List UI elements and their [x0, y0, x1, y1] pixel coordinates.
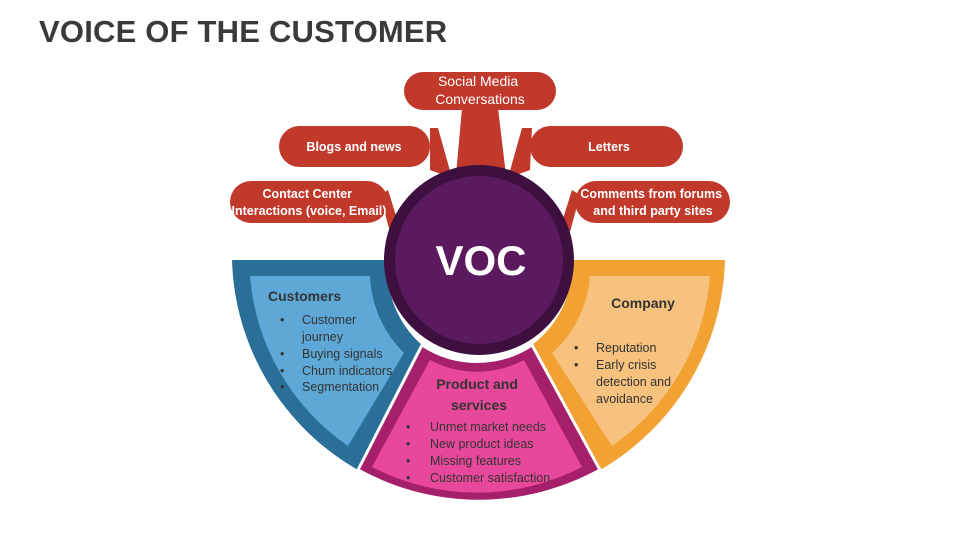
pill-letters-text: Letters — [588, 140, 630, 154]
customers-item: Chum indicators — [302, 364, 392, 378]
connectors — [380, 108, 580, 232]
pill-social-media — [404, 72, 556, 110]
source-pills: Contact Center Interactions (voice, Emai… — [230, 72, 730, 223]
connector-social — [456, 108, 506, 175]
company-item: Reputation — [596, 341, 657, 355]
company-item: Early crisis detection and avoidance — [596, 358, 675, 406]
pill-social-media-text: Social Media Conversations — [435, 73, 525, 107]
company-bullet: • — [574, 358, 578, 372]
product-list: • Unmet market needs • New product ideas… — [406, 420, 550, 485]
customers-item: Segmentation — [302, 380, 379, 394]
connector-blogs — [430, 128, 452, 178]
product-item: Customer satisfaction — [430, 471, 550, 485]
pill-blogs-news-text: Blogs and news — [306, 140, 401, 154]
company-title: Company — [611, 295, 675, 311]
page-title: VOICE OF THE CUSTOMER — [39, 14, 448, 49]
customers-bullet: • — [280, 364, 284, 378]
pill-comments-forums-text: Comments from forums and third party sit… — [580, 187, 725, 218]
product-bullet: • — [406, 454, 410, 468]
connector-letters — [508, 128, 532, 178]
product-title: Product and services — [436, 376, 522, 413]
pill-letters — [530, 126, 683, 167]
pill-comments-forums — [575, 181, 730, 223]
pill-blogs-news — [279, 126, 430, 167]
product-item: Unmet market needs — [430, 420, 546, 434]
customers-title: Customers — [268, 288, 341, 304]
customers-item: Buying signals — [302, 347, 383, 361]
segment-product-fill — [372, 360, 582, 493]
voc-center-inner — [395, 176, 563, 344]
segment-company-fill — [552, 276, 710, 446]
segment-customers-fill — [250, 276, 404, 446]
customers-bullet: • — [280, 380, 284, 394]
product-bullet: • — [406, 471, 410, 485]
product-item: Missing features — [430, 454, 521, 468]
customers-list: • Customer journey • Buying signals • Ch… — [280, 313, 392, 394]
pill-contact-center — [230, 181, 388, 223]
voc-center: VOC — [384, 165, 574, 355]
company-bullet: • — [574, 341, 578, 355]
pill-contact-center-text: Contact Center Interactions (voice, Emai… — [232, 187, 387, 218]
customers-bullet: • — [280, 313, 284, 327]
product-bullet: • — [406, 437, 410, 451]
company-list: • Reputation • Early crisis detection an… — [574, 341, 675, 406]
voc-center-label: VOC — [435, 237, 526, 284]
product-item: New product ideas — [430, 437, 534, 451]
product-bullet: • — [406, 420, 410, 434]
segments: Customers • Customer journey • Buying si… — [232, 260, 725, 503]
customers-item: Customer journey — [301, 313, 360, 344]
customers-bullet: • — [280, 347, 284, 361]
